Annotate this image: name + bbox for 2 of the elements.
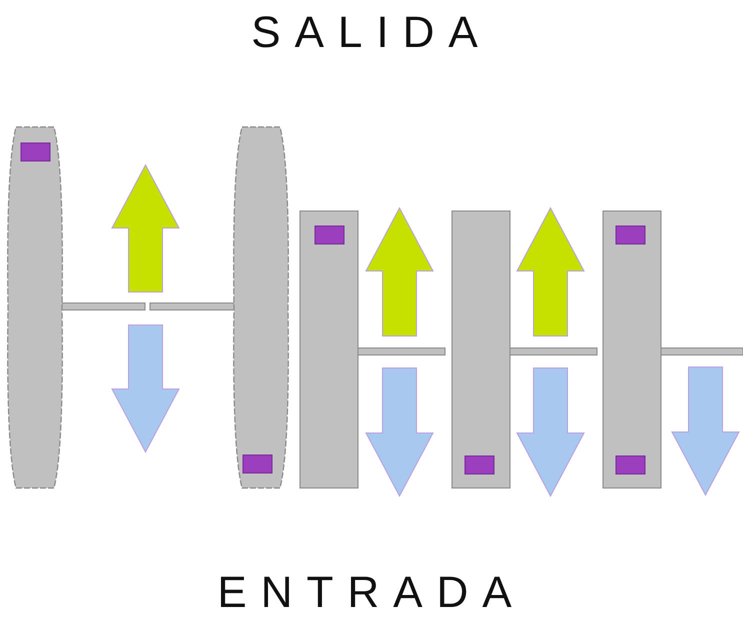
- input-label: ENTRADA: [217, 568, 526, 618]
- output-label: SALIDA: [251, 8, 492, 58]
